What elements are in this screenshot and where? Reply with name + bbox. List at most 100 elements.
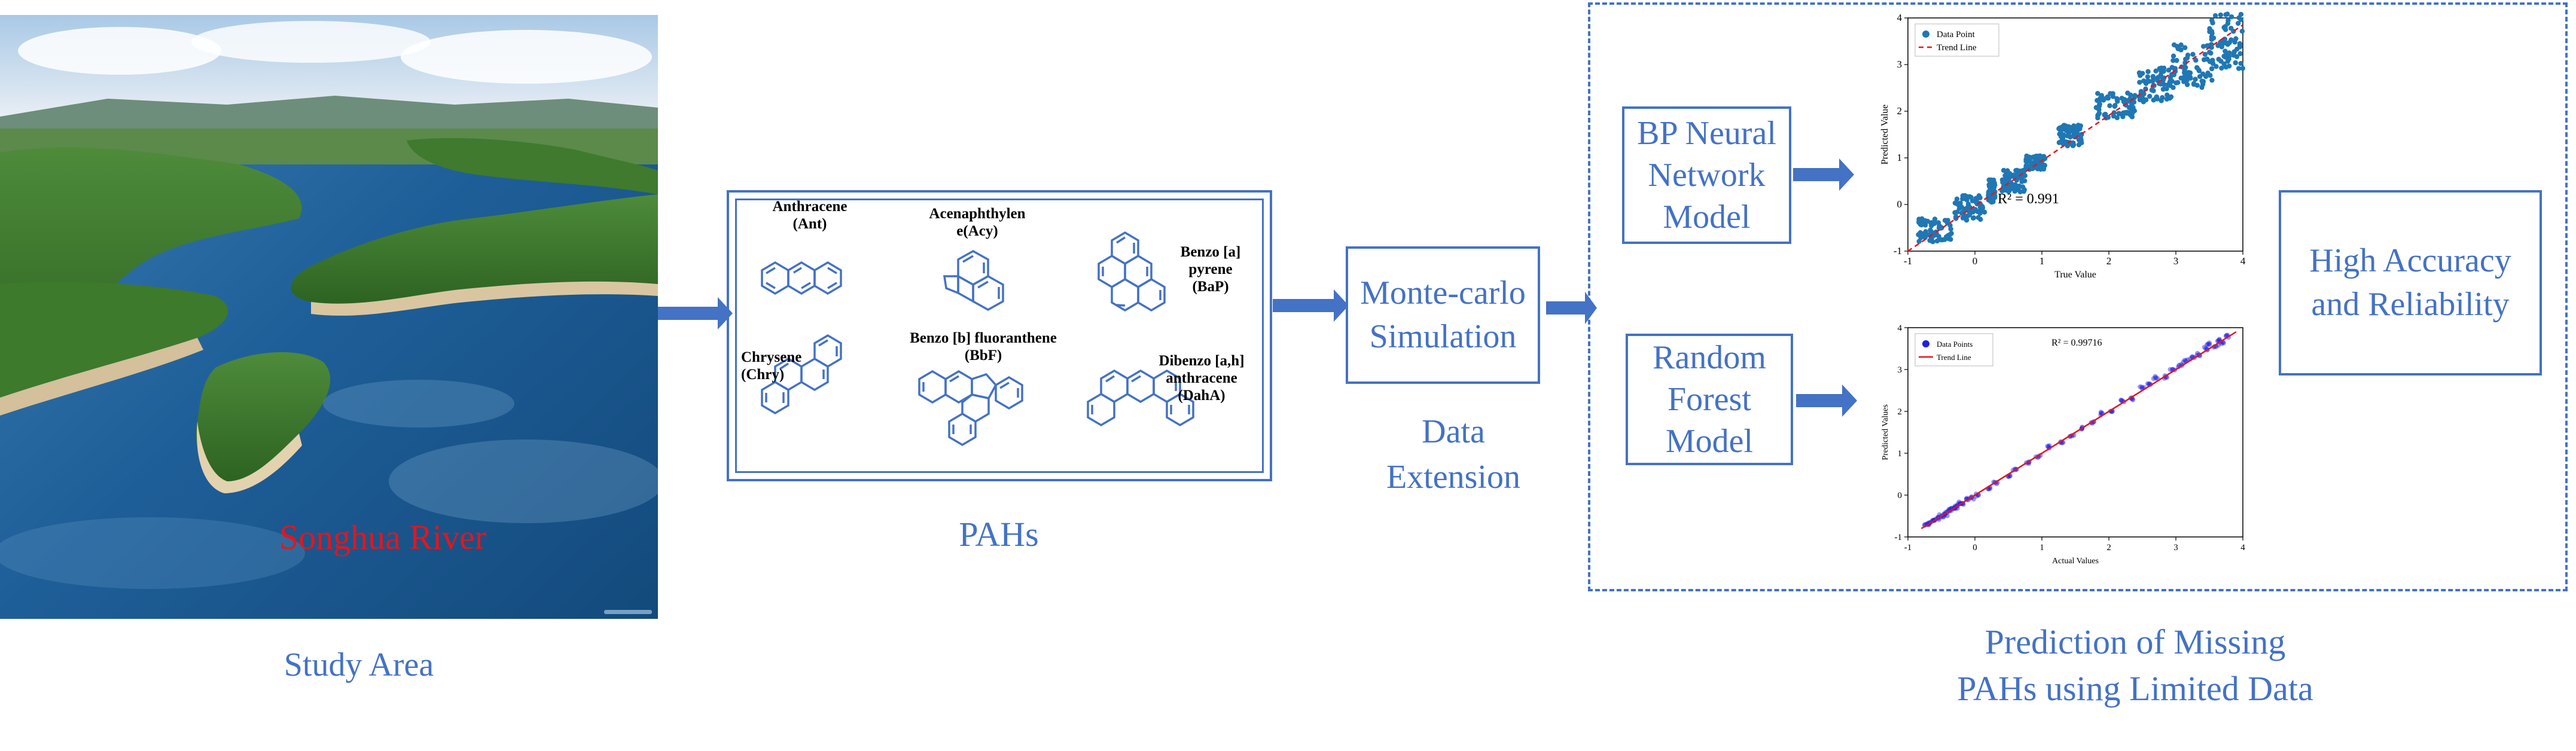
data-point <box>1980 204 1985 209</box>
data-point <box>2166 68 2172 73</box>
data-point <box>2238 60 2243 66</box>
legend-label-points: Data Points <box>1937 340 1973 349</box>
legend-box <box>1915 333 1993 367</box>
x-tick-label: 3 <box>2173 255 2179 267</box>
compound-label-acenaphthylene: Acenaphthylen e(Acy) <box>929 206 1026 239</box>
data-point <box>2236 15 2242 20</box>
chrysene-structure-icon <box>761 334 842 415</box>
data-point <box>2202 51 2208 57</box>
data-point <box>2209 29 2215 34</box>
dibenzo-ah-anthracene-structure-icon <box>1087 369 1194 427</box>
data-point <box>2206 341 2212 347</box>
compound-label-benzo-a-pyrene: Benzo [a] pyrene (BaP) <box>1180 244 1241 295</box>
data-point <box>2168 367 2173 372</box>
x-axis-label: True Value <box>2054 270 2096 280</box>
compound-label-benzo-b-fluoranthene: Benzo [b] fluoranthene (BbF) <box>910 330 1057 364</box>
data-point <box>2098 411 2104 416</box>
data-point <box>2098 410 2104 415</box>
data-point <box>2221 53 2227 59</box>
data-point <box>2229 14 2234 20</box>
data-point <box>2149 87 2155 93</box>
data-point <box>2215 43 2221 48</box>
data-point <box>1969 209 1974 215</box>
y-tick-label: 0 <box>1898 491 1903 500</box>
pahs-structures-panel: Anthracene (Ant) Acenaphthylen e(Acy) Be… <box>727 190 1272 481</box>
data-point <box>2075 123 2081 128</box>
data-point <box>2170 85 2176 90</box>
trend-line <box>1920 331 2237 530</box>
data-point <box>1964 197 1970 203</box>
data-point <box>2187 71 2192 77</box>
data-point <box>2021 188 2026 194</box>
x-axis-label: Actual Values <box>2052 557 2099 566</box>
data-point <box>2013 188 2018 193</box>
y-tick-label: 4 <box>1898 323 1903 333</box>
y-axis-label: Predicted Value <box>1880 105 1890 165</box>
data-point <box>2001 167 2007 173</box>
x-tick-label: 3 <box>2173 543 2178 552</box>
data-point <box>1932 219 1937 225</box>
data-point <box>2005 189 2011 194</box>
trend-line <box>1907 24 2243 252</box>
bp-neural-network-model-box: BP Neural Network Model <box>1622 106 1791 244</box>
data-point <box>2159 98 2164 103</box>
data-point <box>1987 186 1993 191</box>
data-point <box>2037 153 2043 158</box>
data-point <box>2060 126 2066 131</box>
data-point <box>1916 219 1922 225</box>
data-point <box>2162 82 2167 87</box>
data-point <box>2206 340 2212 346</box>
data-point <box>2226 63 2232 69</box>
data-point <box>1971 496 1976 502</box>
data-point <box>2096 112 2101 117</box>
data-point <box>2240 66 2245 71</box>
data-point <box>2107 103 2112 108</box>
data-point <box>2226 56 2231 62</box>
r-squared-annotation: R² = 0.99716 <box>2051 338 2102 348</box>
legend-marker-points <box>1922 340 1929 347</box>
data-point <box>1927 237 1932 243</box>
compound-label-anthracene: Anthracene (Ant) <box>772 199 848 232</box>
data-point <box>2060 132 2066 138</box>
data-point <box>2031 154 2037 160</box>
data-point <box>1987 486 1993 491</box>
data-point <box>2159 66 2165 72</box>
data-point <box>2218 12 2224 18</box>
data-point <box>2072 126 2077 131</box>
data-point <box>2227 39 2232 45</box>
photo-label-songhua-river: Songhua River <box>279 518 487 557</box>
data-point <box>2168 75 2173 80</box>
compound-label-dibenzo-ah-anthracene: Dibenzo [a,h] anthracene (DahA) <box>1159 353 1245 404</box>
arrow-rf-to-chart <box>1796 384 1857 417</box>
songhua-river-photo: Songhua River <box>0 15 664 619</box>
x-tick-label: 2 <box>2106 543 2111 552</box>
data-point <box>1968 194 1974 200</box>
data-point <box>2223 48 2228 54</box>
data-point <box>1999 177 2005 183</box>
prediction-caption: Prediction of Missing PAHs using Limited… <box>1957 622 2313 709</box>
y-tick-label: -1 <box>1894 245 1902 257</box>
data-point <box>1992 195 1997 201</box>
data-extension-caption: Data Extension <box>1386 413 1520 496</box>
data-point <box>2210 57 2215 63</box>
pahs-inner-frame <box>735 199 1264 473</box>
data-point <box>2184 55 2190 61</box>
data-point <box>1920 233 1925 239</box>
data-point <box>2145 69 2151 74</box>
study-area-caption: Study Area <box>283 646 434 683</box>
data-point <box>2047 443 2052 448</box>
data-point <box>1977 195 1983 200</box>
data-point <box>1967 206 1972 212</box>
data-point <box>2145 381 2150 386</box>
data-point <box>2130 397 2136 402</box>
data-point <box>2007 474 2013 479</box>
y-tick-label: 4 <box>1897 12 1903 23</box>
data-point <box>1948 237 1953 242</box>
data-point <box>2007 171 2013 176</box>
data-point <box>1986 190 1992 196</box>
data-point <box>1916 239 1922 244</box>
data-point <box>2112 103 2117 109</box>
data-point <box>2209 66 2215 72</box>
data-point <box>2208 50 2214 56</box>
data-point <box>2027 158 2033 164</box>
